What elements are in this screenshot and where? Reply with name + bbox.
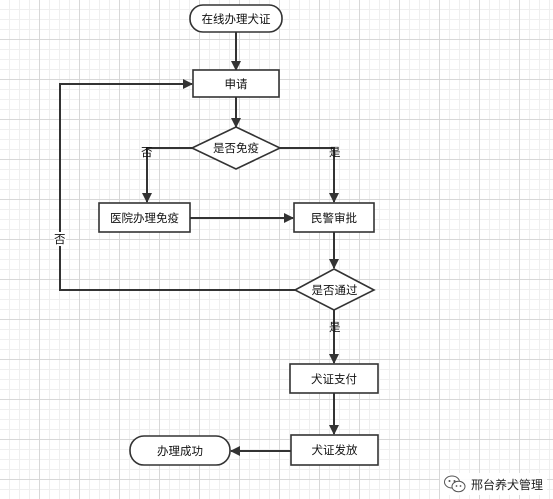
edge-label-pass-yes: 是 [329, 320, 341, 334]
edge-exempt-yes-to-police [280, 147, 339, 203]
edge-label-exempt-no: 否 [141, 145, 153, 159]
edges [59, 32, 339, 456]
nodes [98, 4, 379, 466]
watermark: 邢台养犬管理 [439, 473, 547, 495]
edge-label-exempt-yes: 是 [329, 145, 341, 159]
apply-node-shape [192, 69, 280, 98]
issue-node-shape [290, 434, 379, 466]
hospital-node-shape [98, 202, 191, 233]
watermark-text: 邢台养犬管理 [470, 477, 543, 492]
decision-exempt-shape [190, 126, 282, 170]
edge-pass-no-to-apply [59, 79, 295, 291]
pay-node-shape [289, 363, 379, 394]
start-node-shape [189, 4, 283, 33]
edge-label-pass-no: 否 [54, 232, 66, 246]
wechat-icon [443, 475, 466, 493]
decision-pass-shape [293, 268, 376, 311]
edge-exempt-no-to-hospital [142, 147, 192, 203]
end-node-shape [129, 435, 231, 466]
police-node-shape [293, 202, 375, 233]
